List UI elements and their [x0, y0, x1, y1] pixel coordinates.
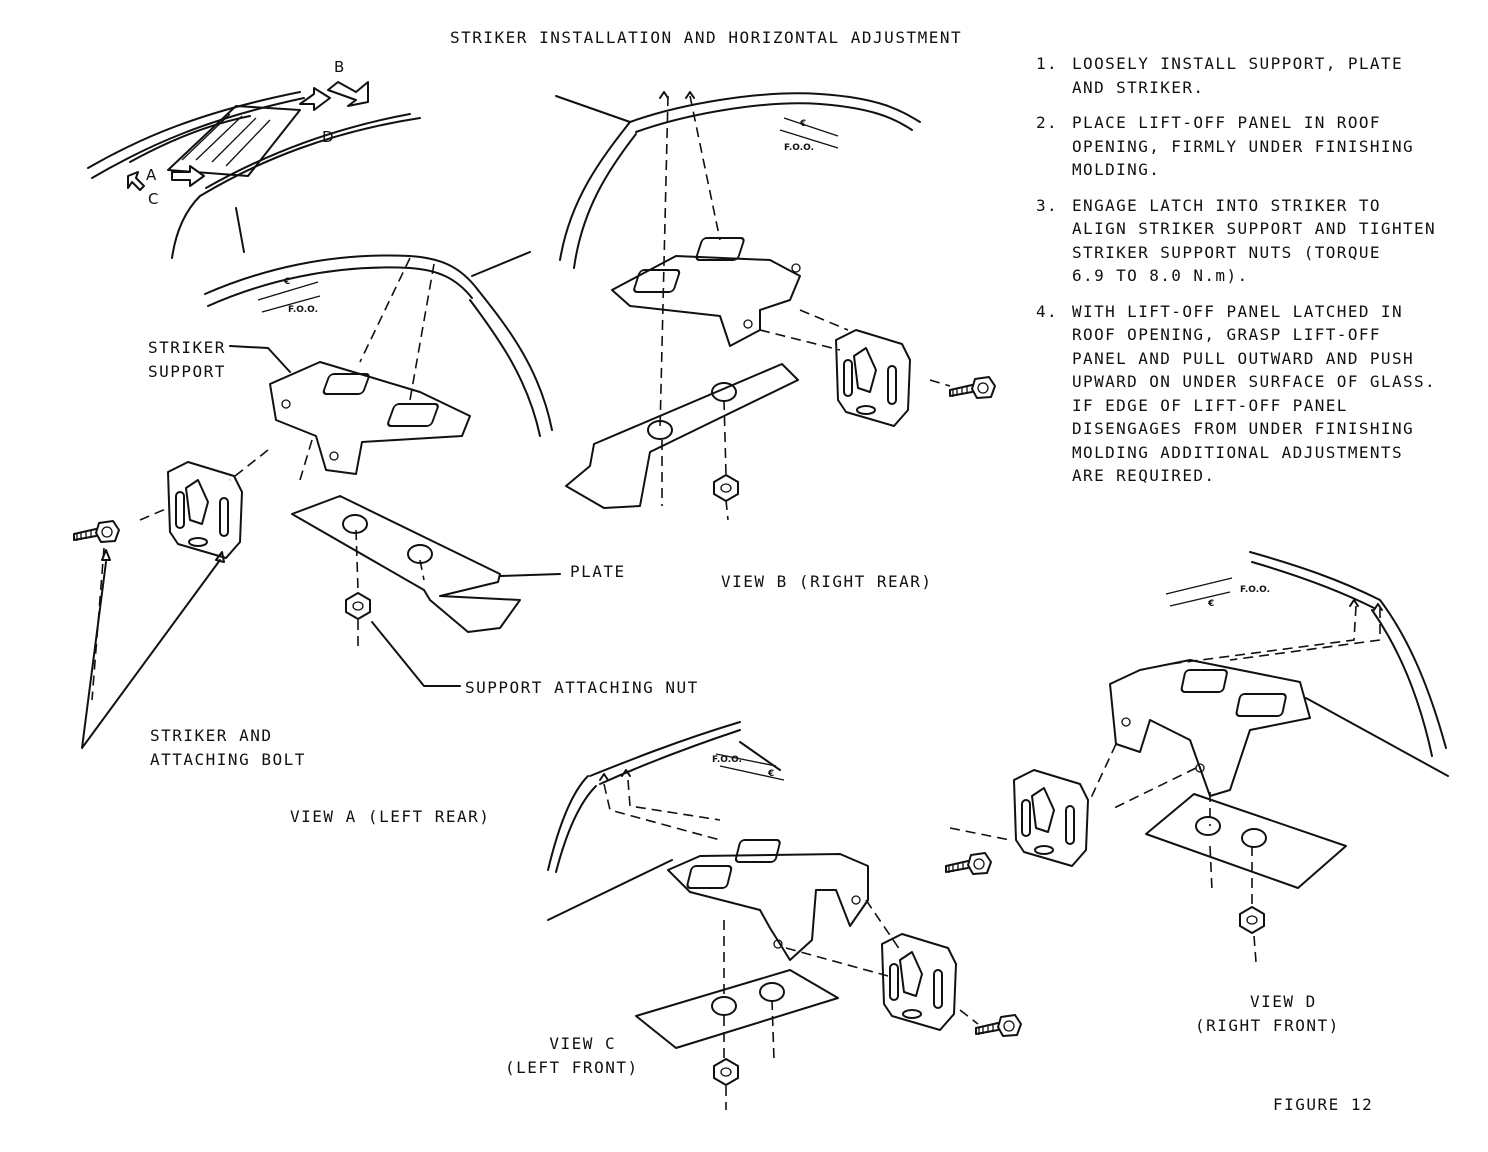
svg-text:F.O.O.: F.O.O.: [288, 305, 318, 315]
view-d-label: VIEW D(RIGHT FRONT): [1195, 992, 1340, 1035]
svg-text:€: €: [283, 277, 290, 287]
view-b-label: VIEW B (RIGHT REAR): [721, 572, 933, 591]
view-a-drawing: F.O.O. €: [73, 251, 561, 749]
view-b-drawing: F.O.O. €: [555, 91, 996, 521]
svg-text:€: €: [767, 769, 774, 779]
svg-text:€: €: [799, 119, 806, 129]
svg-text:F.O.O.: F.O.O.: [712, 755, 742, 765]
view-d-drawing: F.O.O. €: [945, 551, 1449, 963]
svg-text:F.O.O.: F.O.O.: [784, 143, 814, 153]
view-c-drawing: F.O.O. €: [547, 721, 1022, 1110]
view-a-label: VIEW A (LEFT REAR): [290, 807, 491, 826]
car-letter-c: C: [148, 190, 158, 208]
car-letter-d: D: [322, 128, 334, 146]
support-nut-label: SUPPORT ATTACHING NUT: [465, 678, 699, 697]
diagram-title: STRIKER INSTALLATION AND HORIZONTAL ADJU…: [450, 28, 963, 47]
car-roof-overview: B A C D: [87, 58, 421, 259]
svg-text:€: €: [1207, 599, 1214, 609]
plate-label: PLATE: [570, 562, 626, 581]
car-letter-a: A: [146, 166, 157, 184]
svg-text:F.O.O.: F.O.O.: [1240, 585, 1270, 595]
view-c-label: VIEW C(LEFT FRONT): [505, 1034, 639, 1077]
figure-number: FIGURE 12: [1273, 1095, 1374, 1114]
car-letter-b: B: [334, 58, 344, 76]
